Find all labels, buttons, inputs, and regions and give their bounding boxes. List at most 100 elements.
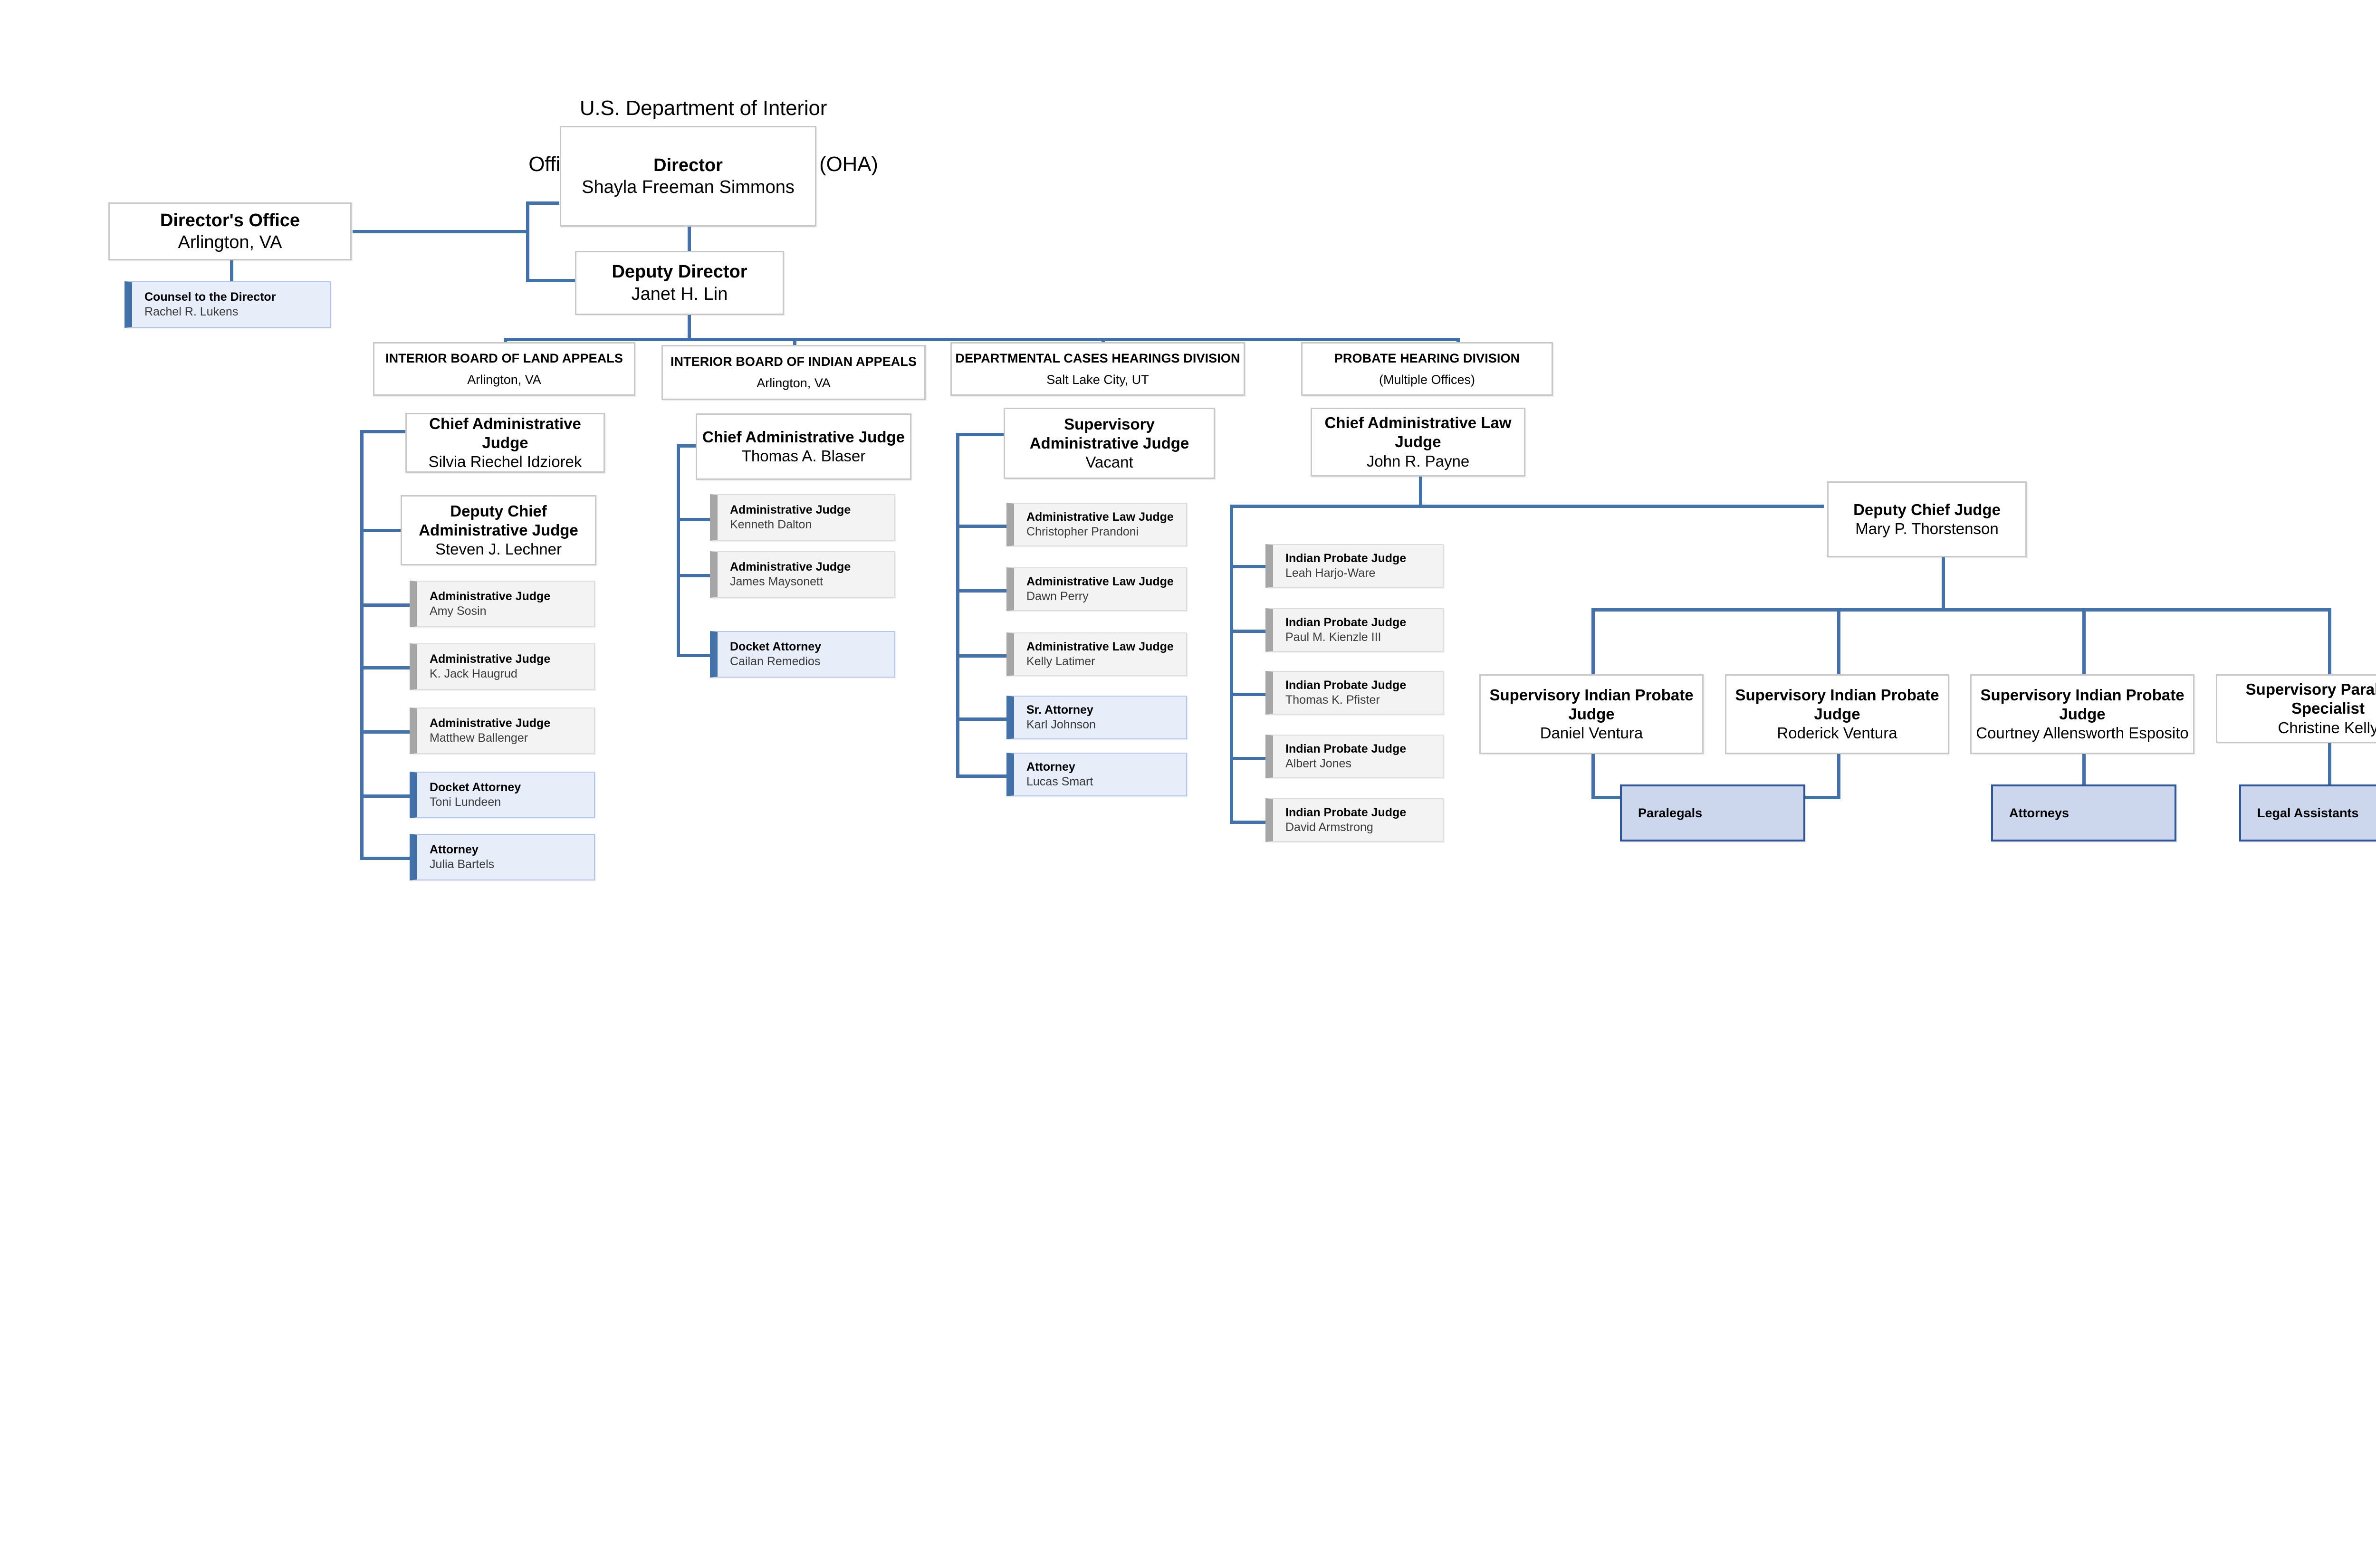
dchd-chief-name: Vacant <box>1085 453 1133 471</box>
ibla-deputy-chief-title: Deputy Chief Administrative Judge <box>419 502 578 539</box>
box-dchd-staff-3[interactable]: Sr. Attorney Karl Johnson <box>1006 696 1187 739</box>
ibla-deputy-chief-name: Steven J. Lechner <box>435 540 562 558</box>
probate-supervisor-3-title: Supervisory Paralegal Specialist <box>2245 680 2376 717</box>
dchd-staff-3-title: Sr. Attorney <box>1026 703 1093 717</box>
box-probate-judge-2[interactable]: Indian Probate Judge Thomas K. Pfister <box>1265 671 1444 715</box>
counsel-title: Counsel to the Director <box>144 290 276 304</box>
connector-bus-to-sup-0 <box>1591 608 1595 675</box>
box-division-dchd[interactable]: DEPARTMENTAL CASES HEARINGS DIVISION Sal… <box>950 342 1245 396</box>
box-dchd-staff-0[interactable]: Administrative Law Judge Christopher Pra… <box>1006 503 1187 546</box>
directors-office-location: Arlington, VA <box>178 232 282 252</box>
box-division-ibia[interactable]: INTERIOR BOARD OF INDIAN APPEALS Arlingt… <box>661 345 926 400</box>
ibia-chief-name: Thomas A. Blaser <box>741 447 866 465</box>
box-division-ibla[interactable]: INTERIOR BOARD OF LAND APPEALS Arlington… <box>373 342 635 396</box>
dchd-staff-0-name: Christopher Prandoni <box>1026 525 1139 538</box>
box-probate-deputy-chief[interactable]: Deputy Chief Judge Mary P. Thorstenson <box>1827 481 2027 557</box>
box-probate-chief[interactable]: Chief Administrative Law Judge John R. P… <box>1311 408 1525 477</box>
chart-title-line1: U.S. Department of Interior <box>579 96 827 120</box>
dchd-staff-3-name: Karl Johnson <box>1026 718 1096 731</box>
connector-probate-to-judge-1 <box>1230 630 1268 633</box>
ibla-staff-1-name: K. Jack Haugrud <box>430 667 517 680</box>
connector-supervisors-bus <box>1591 608 2329 612</box>
box-counsel-to-director[interactable]: Counsel to the Director Rachel R. Lukens <box>125 281 331 328</box>
connector-ibia-to-staff-0 <box>677 518 712 521</box>
dchd-staff-2-title: Administrative Law Judge <box>1026 640 1174 653</box>
box-dchd-staff-4[interactable]: Attorney Lucas Smart <box>1006 753 1187 796</box>
probate-judge-3-title: Indian Probate Judge <box>1285 742 1407 755</box>
probate-judge-2-name: Thomas K. Pfister <box>1285 693 1380 707</box>
box-ibla-staff-0[interactable]: Administrative Judge Amy Sosin <box>410 581 595 627</box>
probate-judge-3-name: Albert Jones <box>1285 757 1351 770</box>
box-probate-judge-0[interactable]: Indian Probate Judge Leah Harjo-Ware <box>1265 544 1444 588</box>
box-ibia-staff-2[interactable]: Docket Attorney Cailan Remedios <box>710 631 895 678</box>
probate-supervisor-1-title: Supervisory Indian Probate Judge <box>1735 686 1939 723</box>
box-dchd-chief[interactable]: Supervisory Administrative Judge Vacant <box>1004 408 1215 479</box>
probate-judge-2-title: Indian Probate Judge <box>1285 678 1407 692</box>
probate-judge-1-title: Indian Probate Judge <box>1285 615 1407 629</box>
connector-ibia-to-staff-2 <box>677 654 712 657</box>
probate-chief-title: Chief Administrative Law Judge <box>1324 414 1512 451</box>
box-probate-supervisor-3[interactable]: Supervisory Paralegal Specialist Christi… <box>2216 674 2376 743</box>
division-probate-location: (Multiple Offices) <box>1379 372 1475 387</box>
connector-bus-to-sup-2 <box>2082 608 2086 675</box>
connector-deputy-to-bus <box>688 315 691 339</box>
box-probate-judge-4[interactable]: Indian Probate Judge David Armstrong <box>1265 798 1444 842</box>
ibla-staff-1-title: Administrative Judge <box>430 652 551 666</box>
box-ibla-staff-1[interactable]: Administrative Judge K. Jack Haugrud <box>410 643 595 690</box>
box-probate-judge-1[interactable]: Indian Probate Judge Paul M. Kienzle III <box>1265 608 1444 652</box>
box-ibia-staff-1[interactable]: Administrative Judge James Maysonett <box>710 551 895 598</box>
probate-supervisor-2-name: Courtney Allensworth Esposito <box>1976 724 2189 742</box>
box-group-paralegals[interactable]: Paralegals <box>1620 784 1805 841</box>
connector-director-left-stub <box>526 201 559 205</box>
box-ibla-deputy-chief[interactable]: Deputy Chief Administrative Judge Steven… <box>401 495 596 565</box>
connector-ibla-to-staff-3 <box>360 794 412 798</box>
ibla-staff-0-name: Amy Sosin <box>430 604 487 618</box>
box-probate-supervisor-2[interactable]: Supervisory Indian Probate Judge Courtne… <box>1970 674 2194 754</box>
probate-judge-0-name: Leah Harjo-Ware <box>1285 566 1376 580</box>
box-group-attorneys[interactable]: Attorneys <box>1991 784 2176 841</box>
connector-division-bus <box>504 338 1459 341</box>
box-probate-supervisor-1[interactable]: Supervisory Indian Probate Judge Roderic… <box>1725 674 1949 754</box>
box-ibia-chief[interactable]: Chief Administrative Judge Thomas A. Bla… <box>696 413 911 480</box>
ibla-staff-3-title: Docket Attorney <box>430 780 521 794</box>
deputy-director-name: Janet H. Lin <box>631 284 728 304</box>
connector-dchd-to-staff-4 <box>956 774 1008 778</box>
box-division-probate[interactable]: PROBATE HEARING DIVISION (Multiple Offic… <box>1301 342 1553 396</box>
connector-dcj-down <box>1942 557 1945 610</box>
box-ibla-chief[interactable]: Chief Administrative Judge Silvia Rieche… <box>405 413 605 473</box>
box-probate-supervisor-0[interactable]: Supervisory Indian Probate Judge Daniel … <box>1479 674 1704 754</box>
box-directors-office[interactable]: Director's Office Arlington, VA <box>108 202 352 260</box>
dchd-staff-4-name: Lucas Smart <box>1026 775 1093 788</box>
box-group-legal-assistants[interactable]: Legal Assistants <box>2239 784 2376 841</box>
ibia-staff-2-name: Cailan Remedios <box>730 655 821 668</box>
box-ibia-staff-0[interactable]: Administrative Judge Kenneth Dalton <box>710 494 895 541</box>
division-probate-title: PROBATE HEARING DIVISION <box>1334 351 1520 365</box>
box-dchd-staff-1[interactable]: Administrative Law Judge Dawn Perry <box>1006 567 1187 611</box>
box-ibla-staff-3[interactable]: Docket Attorney Toni Lundeen <box>410 772 595 818</box>
box-probate-judge-3[interactable]: Indian Probate Judge Albert Jones <box>1265 735 1444 778</box>
ibla-staff-2-title: Administrative Judge <box>430 716 551 730</box>
ibla-staff-2-name: Matthew Ballenger <box>430 731 528 745</box>
probate-judge-4-title: Indian Probate Judge <box>1285 805 1407 819</box>
connector-sup1-down <box>1837 753 1840 799</box>
box-dchd-staff-2[interactable]: Administrative Law Judge Kelly Latimer <box>1006 632 1187 676</box>
connector-ibla-to-staff-2 <box>360 730 412 734</box>
connector-probate-to-judge-3 <box>1230 757 1268 760</box>
connector-ibla-to-deputy <box>360 529 403 532</box>
box-director[interactable]: Director Shayla Freeman Simmons <box>560 126 816 227</box>
ibla-chief-name: Silvia Riechel Idziorek <box>428 453 582 471</box>
box-deputy-director[interactable]: Deputy Director Janet H. Lin <box>575 251 784 315</box>
connector-deputy-left-stub <box>526 279 578 282</box>
probate-supervisor-3-name: Christine Kelly <box>2278 718 2376 736</box>
connector-ibia-to-chief <box>677 444 698 448</box>
connector-dchd-to-staff-3 <box>956 717 1008 721</box>
connector-ibla-to-staff-1 <box>360 666 412 669</box>
connector-probate-ipj-spine <box>1230 505 1233 823</box>
box-ibla-staff-4[interactable]: Attorney Julia Bartels <box>410 834 595 880</box>
box-ibla-staff-2[interactable]: Administrative Judge Matthew Ballenger <box>410 708 595 754</box>
group-paralegals-label: Paralegals <box>1638 805 1703 820</box>
ibia-staff-1-name: James Maysonett <box>730 575 823 588</box>
group-attorneys-label: Attorneys <box>2009 805 2069 820</box>
ibia-staff-0-name: Kenneth Dalton <box>730 518 812 531</box>
connector-bus-to-sup-1 <box>1837 608 1840 675</box>
